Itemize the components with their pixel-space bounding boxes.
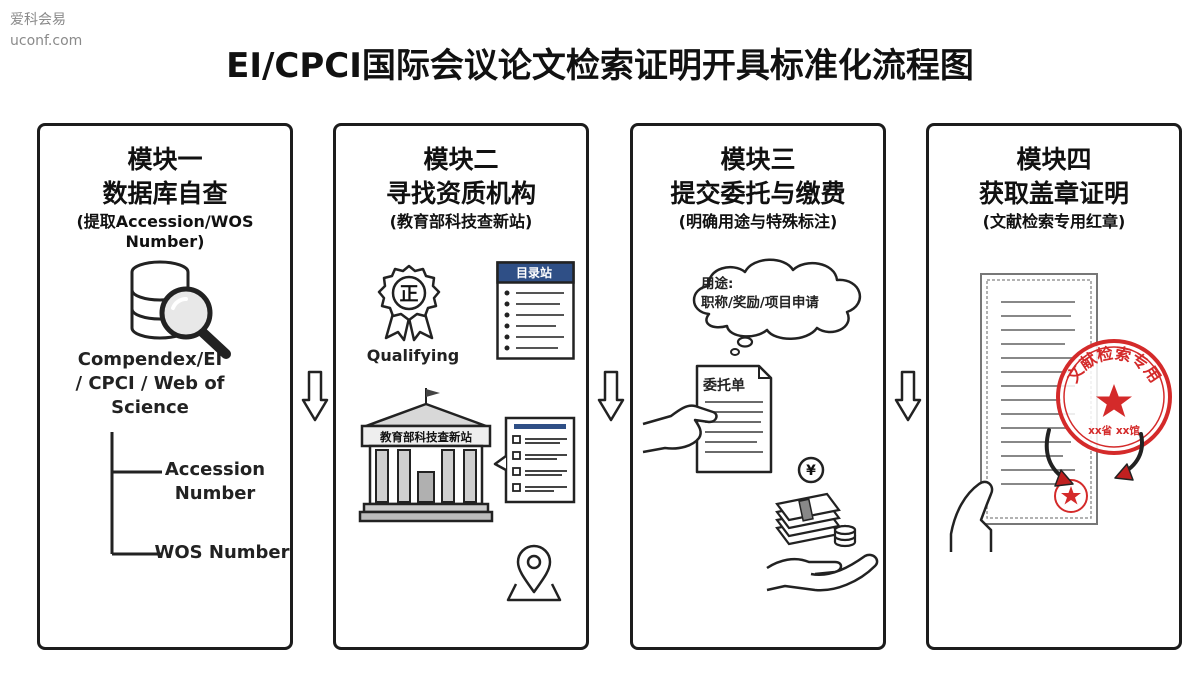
tree-connector	[110, 432, 170, 562]
accession-line: Accession	[164, 459, 266, 480]
thought-cloud-icon	[685, 254, 875, 358]
module-1-label: 模块一	[127, 145, 203, 174]
directory-title: 目录站	[516, 265, 552, 280]
module-2-label: 模块二	[423, 145, 499, 174]
module-2-name: 寻找资质机构	[385, 179, 536, 208]
flow-arrow-down-icon	[894, 370, 922, 424]
official-red-seal-icon: 文献检索专用 xx省 xx馆	[1055, 338, 1173, 456]
module-4-subtitle: (文献检索专用红章)	[982, 212, 1126, 231]
database-search-icon	[126, 258, 236, 360]
usage-line: 职称/奖励/项目申请	[701, 295, 819, 311]
module-3-card: 模块三 提交委托与缴费 (明确用途与特殊标注) 用途: 职称/奖励/项目申请 委…	[630, 123, 886, 650]
module-4-card: 模块四 获取盖章证明 (文献检索专用红章)	[926, 123, 1182, 650]
money-payment-icon: ¥	[765, 456, 885, 606]
module-2-subtitle: (教育部科技查新站)	[389, 212, 533, 231]
database-line: Science	[111, 397, 189, 418]
badge-char: 正	[399, 283, 418, 305]
accession-line: Number	[174, 483, 256, 504]
page-title: EI/CPCI国际会议论文检索证明开具标准化流程图	[226, 46, 974, 86]
module-4-name: 获取盖章证明	[978, 179, 1129, 208]
directory-document-icon: 目录站	[496, 261, 576, 361]
database-names: Compendex/EI / CPCI / Web of Science	[50, 348, 250, 420]
wos-number-label: WOS Number	[154, 542, 290, 563]
form-title: 委托单	[703, 378, 745, 394]
watermark: 爱科会易 uconf.com	[10, 10, 82, 52]
location-pin-icon	[504, 544, 564, 604]
module-3-label: 模块三	[720, 145, 796, 174]
flow-arrow-down-icon	[301, 370, 329, 424]
module-2-card: 模块二 寻找资质机构 (教育部科技查新站) 正 Qualifying 目录站 教…	[333, 123, 589, 650]
currency-symbol: ¥	[806, 463, 816, 479]
usage-line: 用途:	[701, 276, 734, 292]
institution-building-icon: 教育部科技查新站	[358, 386, 498, 526]
flow-arrow-down-icon	[597, 370, 625, 424]
checklist-speech-icon	[492, 416, 578, 506]
module-4-label: 模块四	[1016, 145, 1092, 174]
building-sign: 教育部科技查新站	[379, 430, 472, 444]
module-3-name: 提交委托与缴费	[670, 179, 846, 208]
module-1-subtitle: (提取Accession/WOS Number)	[76, 212, 254, 251]
watermark-url: uconf.com	[10, 33, 83, 49]
module-1-name: 数据库自查	[102, 179, 228, 208]
qualification-badge-icon: 正	[376, 264, 442, 342]
hand-holding-form-icon	[642, 362, 783, 492]
module-1-card: 模块一 数据库自查 (提取Accession/WOS Number) Compe…	[37, 123, 293, 650]
database-line: Compendex/EI	[77, 349, 223, 370]
usage-cloud-text: 用途: 职称/奖励/项目申请	[701, 275, 851, 313]
database-line: / CPCI / Web of	[75, 373, 225, 394]
badge-label: Qualifying	[366, 346, 460, 365]
module-3-subtitle: (明确用途与特殊标注)	[678, 212, 838, 231]
accession-number-label: Accession Number	[150, 458, 280, 506]
seal-bottom-text: xx省 xx馆	[1088, 424, 1140, 437]
stamp-motion-arrows-icon	[1041, 426, 1151, 496]
watermark-brand: 爱科会易	[10, 12, 66, 28]
